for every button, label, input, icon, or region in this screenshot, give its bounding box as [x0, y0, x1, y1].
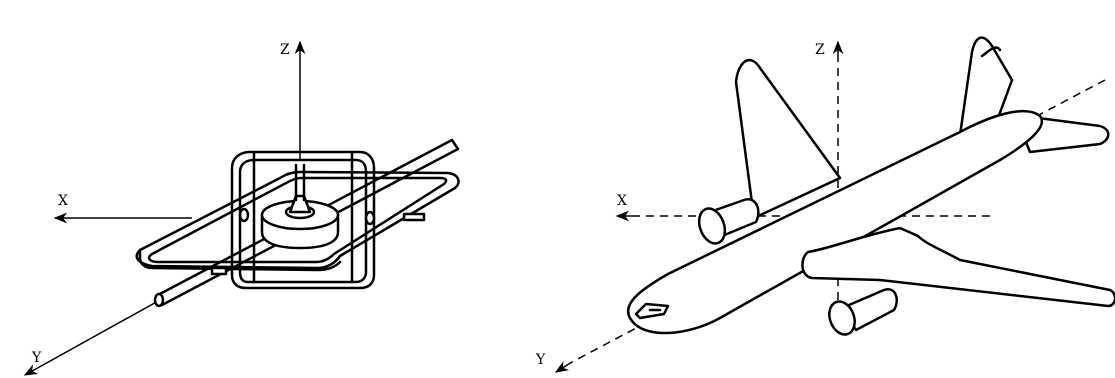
- gimbal-x-label: X: [58, 193, 68, 209]
- gimbal-rotor: [260, 163, 340, 250]
- aircraft-near-wing: [801, 226, 1115, 308]
- aircraft-cockpit-windows: [634, 302, 670, 320]
- aircraft-z-label: Z: [815, 42, 825, 58]
- gimbal-diagram: Z X Y: [23, 40, 460, 376]
- aircraft-near-engine: [828, 288, 898, 336]
- gimbal-y-label: Y: [31, 350, 42, 366]
- gimbal-pivots: [210, 207, 426, 276]
- aircraft-fuselage: [627, 109, 1043, 335]
- aircraft-far-wing: [734, 58, 842, 220]
- aircraft-diagram: Z X Y: [535, 36, 1115, 373]
- gimbal-y-axis: [23, 299, 161, 376]
- gimbal-z-label: Z: [280, 42, 290, 58]
- aircraft-x-label: X: [617, 193, 627, 209]
- aircraft-far-engine: [697, 198, 760, 245]
- gimbal-vertical-frame: [230, 150, 376, 290]
- aircraft-y-label: Y: [535, 352, 546, 368]
